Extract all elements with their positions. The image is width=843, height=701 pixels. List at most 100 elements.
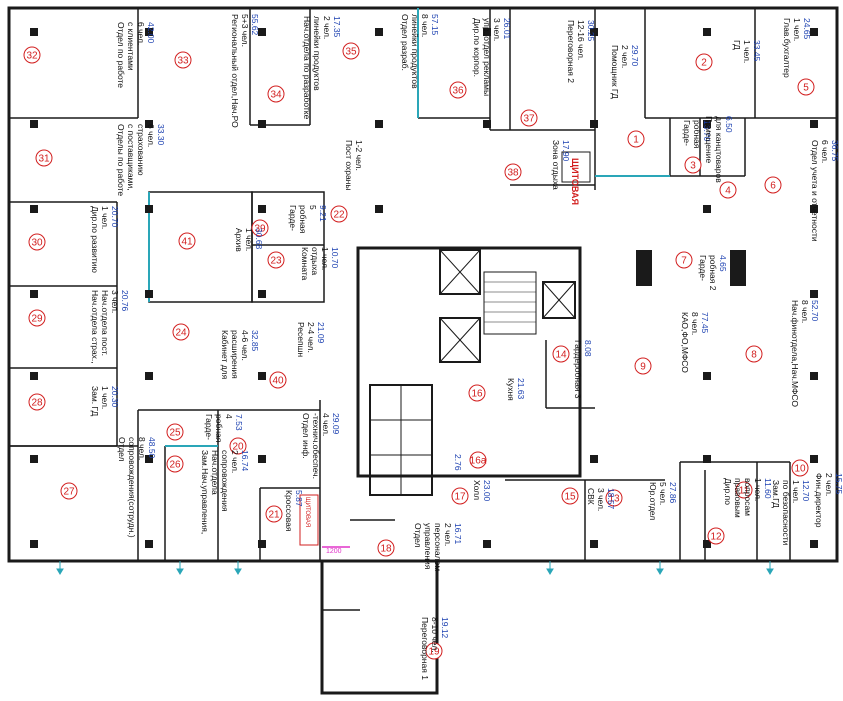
room-name-line: расширения (230, 330, 240, 379)
room-number-circle (634, 357, 652, 375)
room-name-line: робная 2 (708, 255, 718, 291)
room-number: 19 (428, 647, 440, 658)
room-number-circle (552, 345, 570, 363)
room-name-line: 6 чел. (146, 124, 156, 147)
room-name-line: Юр.отдел (648, 482, 658, 520)
room-label-block: 2.76 (453, 454, 463, 471)
room-area: 52.70 (810, 300, 820, 322)
room-name-line: -технич.обеспеч. (311, 413, 321, 479)
room-name-line: Холл (472, 480, 482, 500)
annex-wall (320, 561, 439, 695)
room-name-line: по безопасности (781, 480, 791, 546)
room-name-line: 5 (308, 205, 318, 210)
room-area: 21.63 (516, 378, 526, 400)
room-number-circle (695, 53, 713, 71)
room-number: 28 (31, 398, 43, 409)
room-name-line: Отдел (413, 523, 423, 548)
room-number-circle (561, 487, 579, 505)
room-name-line: Гарде- (682, 120, 692, 146)
door-dimension: 1200 (322, 546, 350, 555)
room-number-circle (166, 423, 184, 441)
room-number-circle (172, 323, 190, 341)
room-number-circle (684, 156, 702, 174)
room-name-line: 2 чел. (230, 450, 240, 473)
room-name-line: Нач.отдела пост. (100, 290, 110, 356)
room-number-circle (28, 393, 46, 411)
room-number-circle (764, 176, 782, 194)
room-name-line: линейки продуктов (410, 14, 420, 89)
room-name-line: 2 чел. (620, 45, 630, 68)
room-name-line: Зам.ГД (771, 480, 781, 508)
room-number-circle (797, 78, 815, 96)
room-number: 35 (345, 47, 357, 58)
room-name-line: 2 чел. (443, 523, 453, 546)
room-number-circle (504, 163, 522, 181)
room-number: 21 (268, 510, 280, 521)
columns (30, 28, 818, 548)
room-name-line: 8-10 чел. (430, 617, 440, 653)
room-area: 6.50 (724, 116, 734, 133)
room-number-circle (425, 642, 443, 660)
room-name-line: Отдел разраб. (400, 14, 410, 71)
room-name-line: с клиентами (126, 22, 136, 71)
room-name-line: 6 чел. (136, 22, 146, 45)
room-number: 4 (725, 186, 731, 197)
room-name-line: робная (692, 120, 702, 149)
room-number-circle (520, 109, 538, 127)
room-name-line: 2-4 чел. (306, 322, 316, 353)
room-name-line: 3 чел. (596, 488, 606, 511)
room-name-line: правовым (733, 478, 743, 518)
room-name-line: 2 чел. (322, 16, 332, 39)
room-area: 33.45 (752, 40, 762, 62)
room-name-line: 2 чел. (824, 473, 834, 496)
room-name-line: робная (214, 414, 224, 443)
room-name-line: 1 чел. (753, 478, 763, 501)
room-area: 9.21 (318, 205, 328, 222)
room-number: 13 (608, 494, 620, 505)
room-name-line: 5 чел. (658, 482, 668, 505)
room-area: 29.70 (630, 45, 640, 67)
room-name-line: Нач.отдела (210, 450, 220, 495)
room-name-line: Региональный отдел,Нач.РО (230, 14, 240, 128)
room-name-line: 1 чел. (792, 18, 802, 41)
room-number-circle (449, 81, 467, 99)
room-name-line: Нач.отдела страх., (90, 290, 100, 364)
room-number-circle (342, 42, 360, 60)
room-number: 27 (63, 487, 75, 498)
room-name-line: отдыха (310, 247, 320, 275)
room-name-line: Помощник ГД (610, 45, 620, 99)
room-number-circle (330, 205, 348, 223)
room-name-line: Нач.финотдела,Нач.МФСО (790, 300, 800, 407)
room-number-circle (35, 149, 53, 167)
